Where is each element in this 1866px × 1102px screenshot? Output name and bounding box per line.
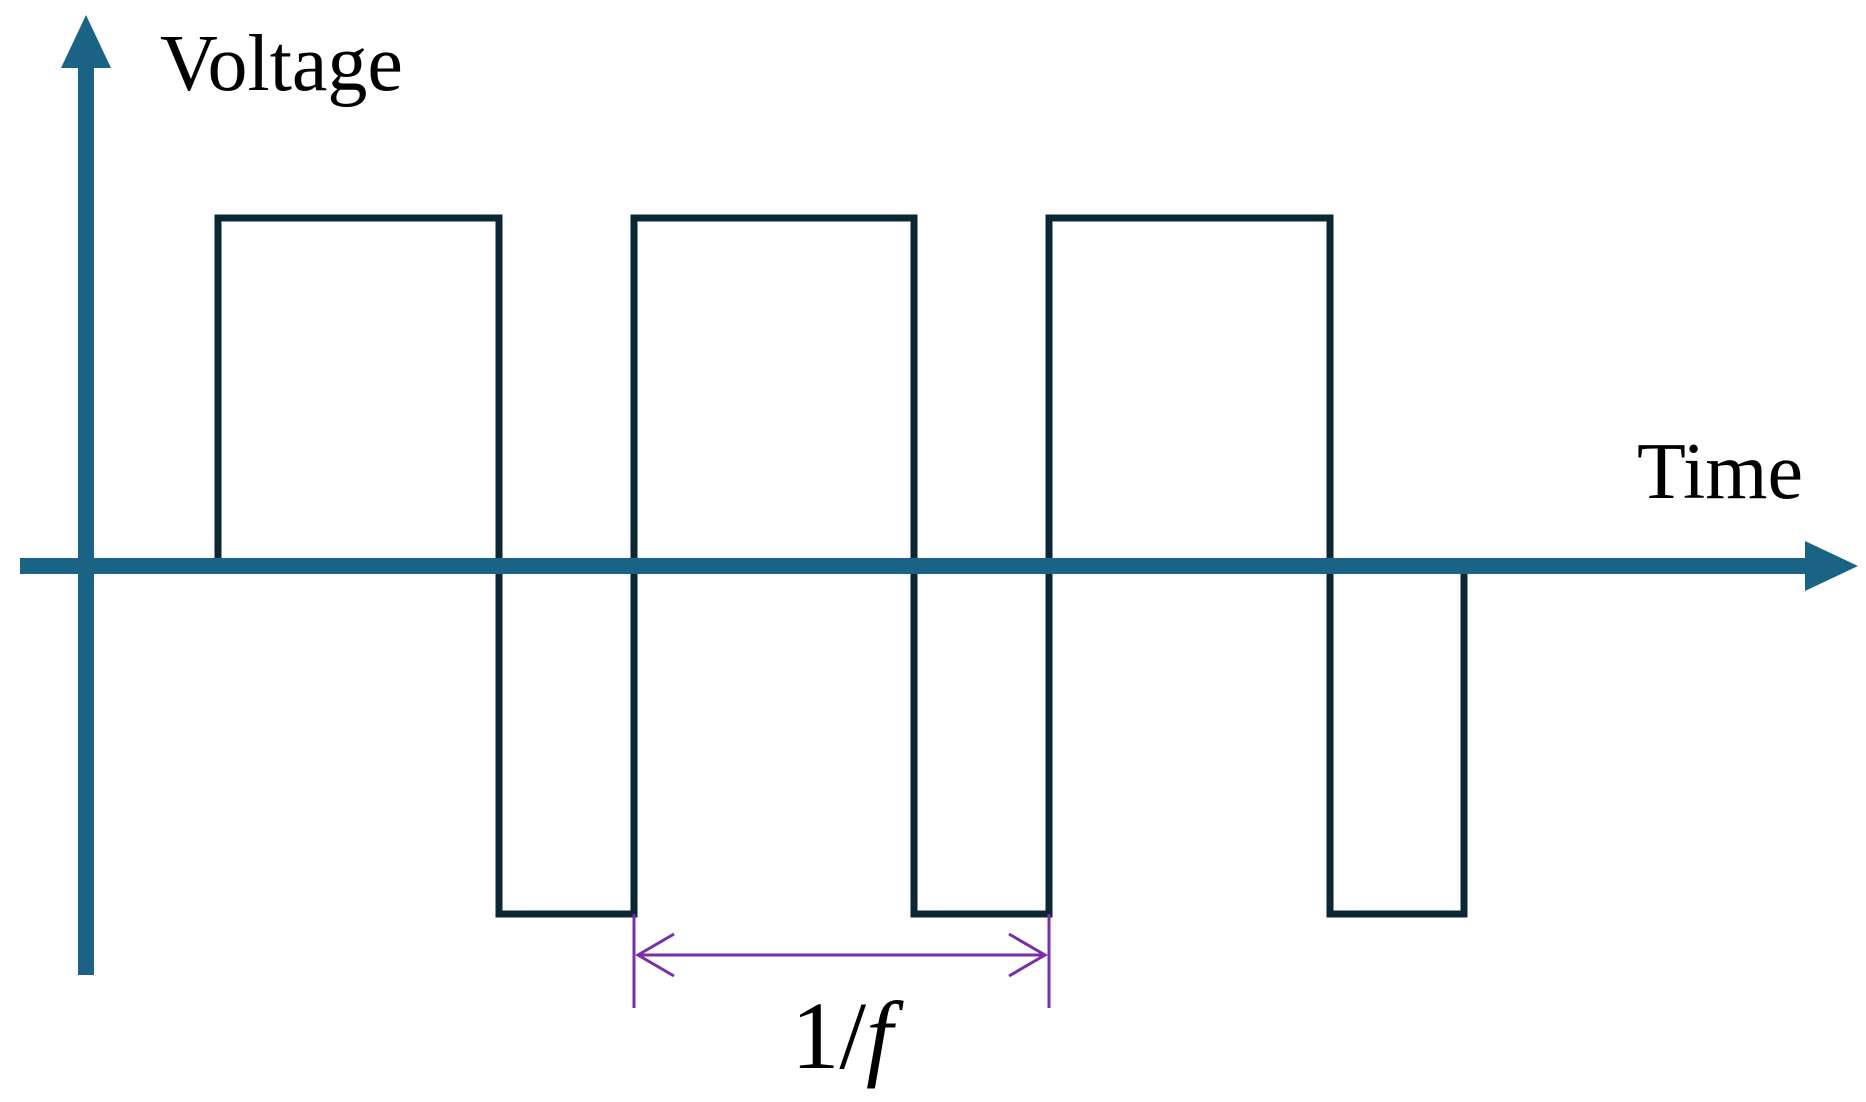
period-label-variable: f	[866, 982, 904, 1089]
period-label: 1/f	[791, 982, 904, 1089]
period-left-arrowhead-icon	[635, 932, 675, 978]
period-right-arrowhead-icon	[1008, 932, 1048, 978]
period-marker: 1/f	[632, 914, 1051, 1089]
time-axis-label: Time	[1637, 428, 1803, 516]
voltage-axis-label: Voltage	[160, 20, 403, 108]
voltage-axis-arrow-icon	[61, 15, 111, 68]
time-axis-arrow-icon	[1805, 541, 1858, 591]
period-label-numerator: 1/	[791, 982, 866, 1089]
